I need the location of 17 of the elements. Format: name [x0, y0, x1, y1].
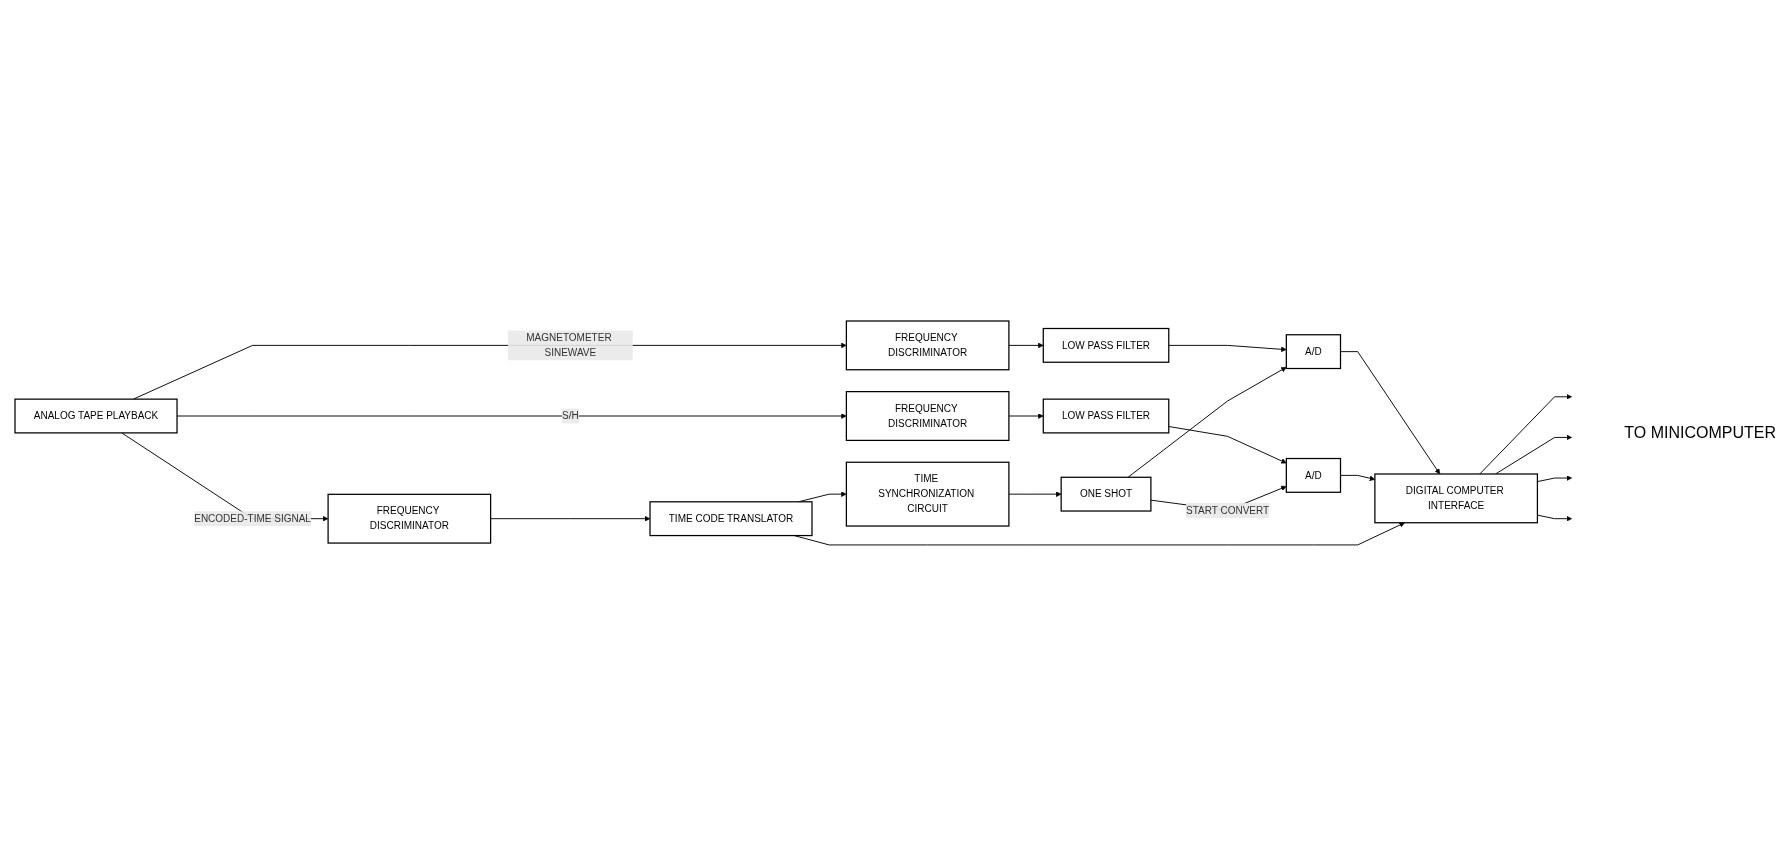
- node-box: FREQUENCY DISCRIMINATOR: [845, 319, 1010, 370]
- node-box: ONE SHOT: [1060, 476, 1152, 512]
- node-box: FREQUENCY DISCRIMINATOR: [845, 390, 1010, 441]
- edge-label: MAGNETOMETER SINEWAVE: [526, 331, 612, 358]
- node-box: LOW PASS FILTER: [1042, 398, 1170, 434]
- node-box: DIGITAL COMPUTER INTERFACE: [1374, 472, 1539, 523]
- edge-label: S/H: [561, 409, 579, 421]
- edge-label: START CONVERT: [1185, 504, 1270, 515]
- node-box: LOW PASS FILTER: [1042, 327, 1170, 363]
- node-box: ANALOG TAPE PLAYBACK: [14, 398, 178, 434]
- node-box: A/D: [1285, 457, 1342, 493]
- node-box: TIME CODE TRANSLATOR: [649, 500, 813, 536]
- node-box: A/D: [1285, 333, 1342, 369]
- note-label: TO MINICOMPUTER: [1624, 423, 1776, 442]
- node-box: TIME SYNCHRONIZATION CIRCUIT: [845, 461, 1010, 527]
- node-box: FREQUENCY DISCRIMINATOR: [327, 493, 492, 544]
- edge-label: ENCODED-TIME SIGNAL: [194, 512, 311, 524]
